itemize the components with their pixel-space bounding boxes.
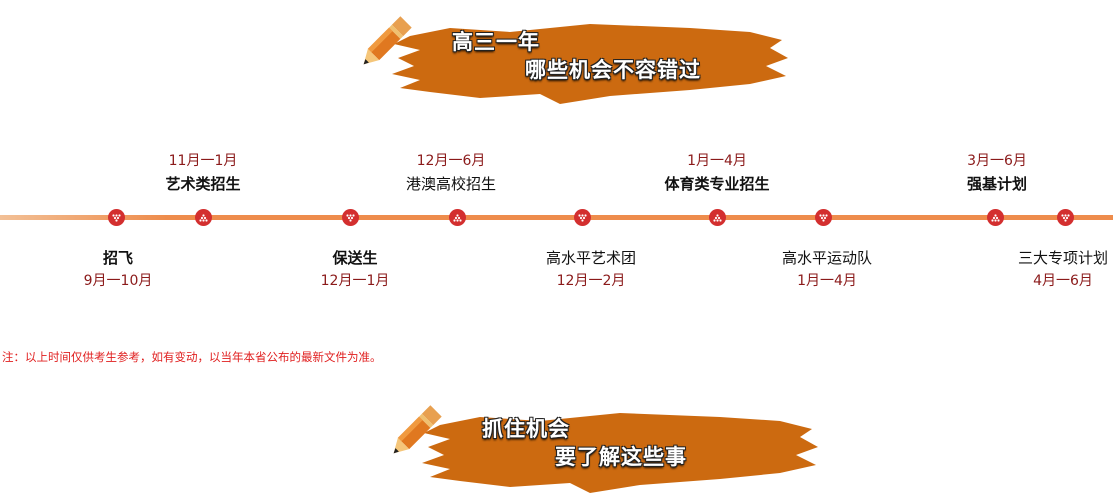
event-name: 体育类专业招生 [664,175,770,193]
event-date: 12月一1月 [320,273,390,289]
event-name: 三大专项计划 [1017,249,1109,267]
timeline-event-sports-team: 高水平运动队 1月一4月 [782,246,872,292]
event-date: 9月一10月 [83,273,153,289]
timeline-event-recommended-admission: 保送生 12月一1月 [321,246,390,292]
event-name: 强基计划 [966,175,1028,193]
event-name: 保送生 [332,249,378,267]
timeline-dot-down-icon [342,209,359,226]
event-name: 艺术类招生 [165,175,241,193]
event-name: 高水平艺术团 [545,249,637,267]
timeline-event-sports-admission: 1月一4月 体育类专业招生 [664,150,769,196]
banner-title-line1: 抓住机会 [482,416,570,441]
timeline-dot-down-icon [815,209,832,226]
disclaimer-note: 注：以上时间仅供考生参考，如有变动，以当年本省公布的最新文件为准。 [2,350,382,364]
banner-title-line2: 要了解这些事 [555,444,687,469]
timeline-event-strong-foundation-plan: 3月一6月 强基计划 [967,150,1027,196]
event-date: 12月一2月 [556,273,626,289]
banner-senior-year: 高三一年 哪些机会不容错过 [350,8,790,104]
banner-seize-opportunity: 抓住机会 要了解这些事 [380,397,820,493]
timeline-event-pilot-recruitment: 招飞 9月一10月 [84,246,153,292]
brush-stroke-background [392,24,788,104]
timeline-dot-up-icon [709,209,726,226]
event-date: 1月一4月 [797,273,857,289]
timeline-dot-up-icon [195,209,212,226]
timeline-event-art-admission: 11月一1月 艺术类招生 [165,150,240,196]
pencil-icon [363,16,412,65]
timeline-dot-down-icon [574,209,591,226]
event-date: 3月一6月 [967,153,1027,169]
event-date: 1月一4月 [687,153,747,169]
event-date: 4月一6月 [1033,273,1093,289]
timeline-dot-up-icon [987,209,1004,226]
event-name: 高水平运动队 [781,249,873,267]
brush-stroke-background [422,413,818,493]
event-date: 11月一1月 [168,153,238,169]
timeline-dot-down-icon [1057,209,1074,226]
timeline-event-hk-macau-admission: 12月一6月 港澳高校招生 [406,150,496,196]
timeline-event-art-troupe: 高水平艺术团 12月一2月 [546,246,636,292]
event-date: 12月一6月 [416,153,486,169]
pencil-icon [393,405,442,454]
timeline-dot-down-icon [108,209,125,226]
timeline-event-special-plans: 三大专项计划 4月一6月 [1018,246,1108,292]
banner-title-line1: 高三一年 [452,29,540,54]
banner-title-line2: 哪些机会不容错过 [525,57,701,82]
event-name: 港澳高校招生 [405,175,497,193]
timeline-dot-up-icon [449,209,466,226]
timeline-line [0,215,1113,220]
event-name: 招飞 [102,249,134,267]
